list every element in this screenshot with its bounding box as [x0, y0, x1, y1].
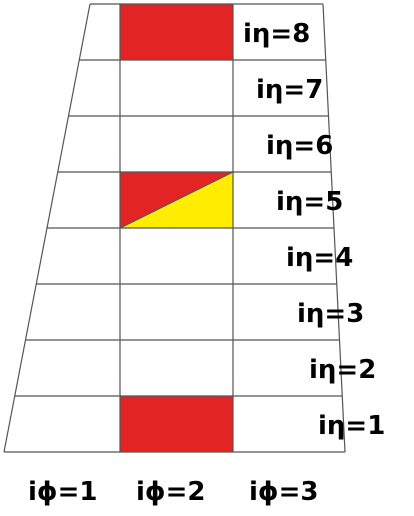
column-label-iphi-1: iϕ=1: [28, 477, 98, 507]
column-labels: iϕ=1 iϕ=2 iϕ=3: [28, 477, 319, 507]
row-label-ieta-4: iη=4: [286, 243, 353, 273]
grid-lines: [3, 3, 346, 453]
row-labels: iη=8 iη=7 iη=6 iη=5 iη=4 iη=3 iη=2 iη=1: [243, 19, 385, 441]
row-label-ieta-2: iη=2: [309, 355, 376, 385]
row-label-ieta-6: iη=6: [266, 131, 333, 161]
row-label-ieta-5: iη=5: [276, 187, 343, 217]
column-label-iphi-2: iϕ=2: [136, 477, 206, 507]
row-label-ieta-8: iη=8: [243, 19, 310, 49]
row-label-ieta-7: iη=7: [256, 75, 323, 105]
cell-fill-row8-col2: [120, 4, 233, 60]
column-label-iphi-3: iϕ=3: [249, 477, 319, 507]
cell-fill-row1-col2: [120, 396, 233, 452]
row-label-ieta-1: iη=1: [318, 411, 385, 441]
diagonal-split: [119, 171, 234, 229]
row-label-ieta-3: iη=3: [297, 299, 364, 329]
